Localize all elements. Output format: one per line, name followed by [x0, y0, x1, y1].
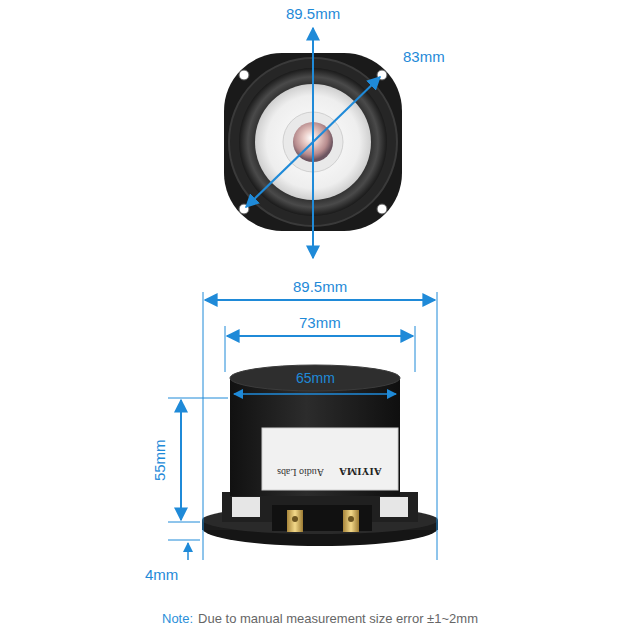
dimension-label: 89.5mm	[291, 279, 349, 296]
note-heading: Note:	[162, 611, 193, 626]
dimension-label: 55mm	[152, 437, 169, 483]
brand-subtext: Audio Labs	[275, 467, 326, 478]
dimension-label: 83mm	[401, 49, 447, 66]
dimension-label: 89.5mm	[284, 6, 342, 23]
dimension-label: 73mm	[297, 315, 343, 332]
brand-text: AIYIMA	[337, 466, 384, 478]
note-text: Due to manual measurement size error ±1~…	[198, 611, 478, 626]
dimension-label: 65mm	[294, 371, 337, 386]
dimension-label: 4mm	[143, 567, 180, 584]
note-line: Note: Due to manual measurement size erro…	[162, 611, 478, 626]
